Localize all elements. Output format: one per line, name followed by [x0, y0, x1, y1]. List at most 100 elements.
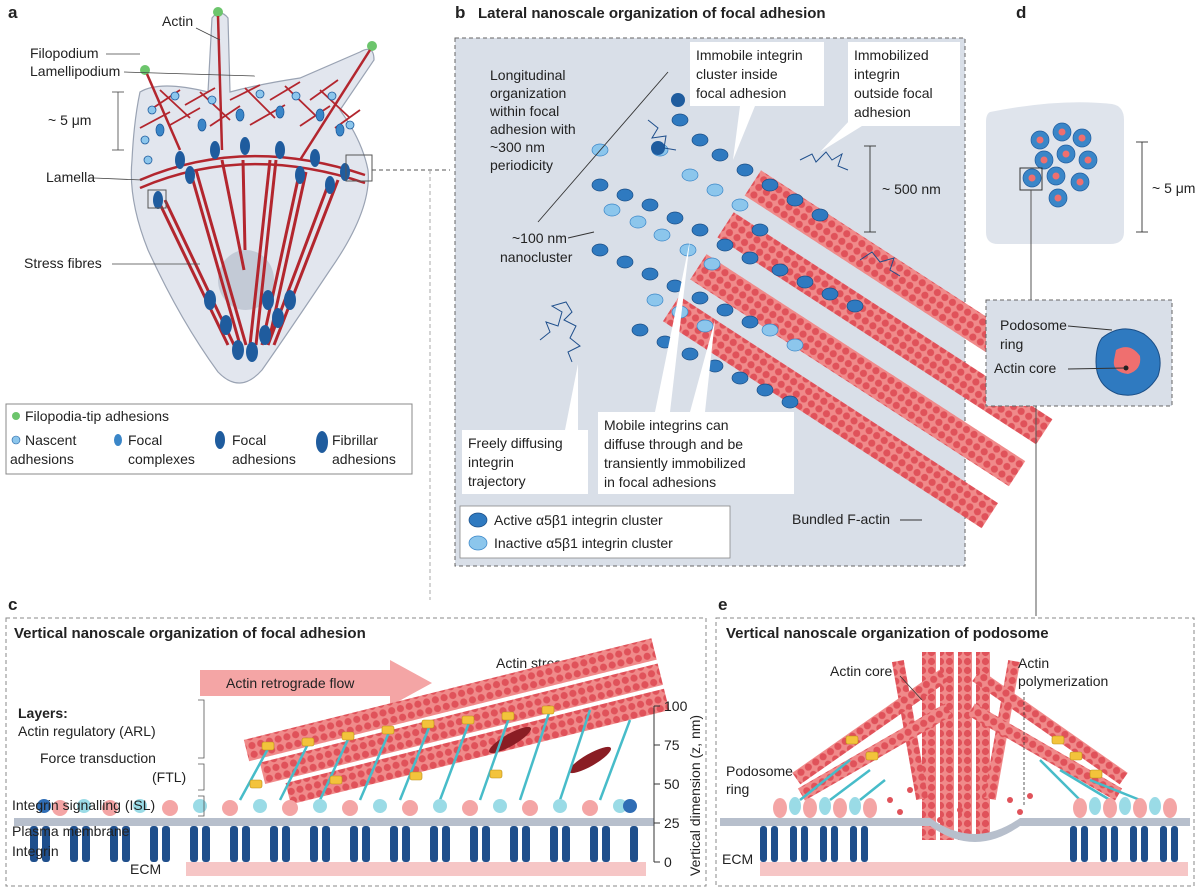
- label-longitudinal-3: adhesion with: [490, 121, 576, 137]
- label-immobilized-outside-2: outside focal: [854, 85, 933, 101]
- panel-e-letter: e: [718, 595, 727, 614]
- ecm-band-e: [760, 862, 1188, 876]
- panel-c: c Vertical nanoscale organization of foc…: [5, 595, 707, 887]
- e-ring-proteins: [773, 797, 1177, 818]
- integrin-signalling-layer: [37, 799, 637, 816]
- panel-d: d ~ 5 μm Podosome ring: [985, 3, 1195, 616]
- legend-focal-complexes-2: complexes: [128, 451, 195, 467]
- panel-a: a: [5, 3, 450, 600]
- label-freely-diffusing-1: integrin: [468, 454, 514, 470]
- panel-d-letter: d: [1016, 3, 1026, 22]
- label-podosome-ring-d-1: Podosome: [1000, 317, 1067, 333]
- label-integrin: Integrin: [12, 843, 59, 859]
- cell-body: [130, 12, 375, 384]
- label-lamellipodium: Lamellipodium: [30, 63, 120, 79]
- label-ftl-1: Force transduction: [40, 750, 156, 766]
- label-actin: Actin: [162, 13, 193, 29]
- e-actin-core: [891, 652, 1021, 840]
- integrin-trajectories: [539, 119, 901, 363]
- legend-swatch-focal-adhesions: [215, 431, 225, 449]
- label-retrograde: Actin retrograde flow: [226, 675, 355, 691]
- z-tick-75: 75: [664, 737, 680, 753]
- label-podosome-ring-e-1: Podosome: [726, 763, 793, 779]
- e-yellow-adaptors: [845, 735, 1103, 779]
- label-actin-core-e: Actin core: [830, 663, 892, 679]
- callout-freely-diffusing: [462, 430, 588, 494]
- layer-brackets: [198, 699, 205, 817]
- legend-b: [459, 505, 731, 559]
- label-longitudinal-1: organization: [490, 85, 566, 101]
- nascent-adhesions: [140, 89, 355, 165]
- label-longitudinal-4: ~300 nm: [490, 139, 545, 155]
- label-immobilized-outside-0: Immobilized: [854, 47, 929, 63]
- plasma-membrane: [14, 818, 654, 826]
- callout-immobilized-outside: [848, 42, 960, 126]
- legend-focal-adhesions-1: Focal: [232, 432, 266, 448]
- label-ftl-2: (FTL): [152, 769, 186, 785]
- legend-fibrillar-1: Fibrillar: [332, 432, 378, 448]
- label-immobile-inside-2: focal adhesion: [696, 85, 786, 101]
- e-integrins: [760, 826, 1178, 862]
- label-nanocluster-1: nanocluster: [500, 249, 573, 265]
- legend-fibrillar-2: adhesions: [332, 451, 396, 467]
- z-tick-25: 25: [664, 815, 680, 831]
- panel-e-title: Vertical nanoscale organization of podos…: [726, 625, 1049, 642]
- label-plasma-membrane: Plasma membrane: [12, 823, 130, 839]
- focal-complexes: [155, 105, 345, 137]
- panel-c-title: Vertical nanoscale organization of focal…: [14, 625, 366, 642]
- z-axis-label: Vertical dimension (z, nm): [687, 715, 703, 876]
- filopodia-tip-adhesion: [367, 41, 377, 51]
- e-plasma-membrane: [720, 818, 1190, 842]
- legend-swatch-focal-complexes: [114, 434, 122, 446]
- inset-marker-b: [345, 154, 373, 182]
- filopodia-tip-adhesion: [140, 65, 150, 75]
- label-mobile-integrins-3: in focal adhesions: [604, 474, 716, 490]
- legend-active: Active α5β1 integrin cluster: [494, 512, 663, 528]
- label-mobile-integrins-0: Mobile integrins can: [604, 417, 729, 433]
- z-axis-ticks: [654, 705, 660, 863]
- legend-swatch-active: [468, 512, 488, 528]
- label-freely-diffusing-0: Freely diffusing: [468, 435, 563, 451]
- legend-filopodia-tip: Filopodia-tip adhesions: [25, 408, 169, 424]
- label-nanocluster-0: ~100 nm: [512, 230, 567, 246]
- legend-focal-adhesions-2: adhesions: [232, 451, 296, 467]
- label-freely-diffusing-2: trajectory: [468, 473, 526, 489]
- z-tick-50: 50: [664, 776, 680, 792]
- callout-immobile-inside: [690, 42, 824, 106]
- actin-core-shape: [1113, 347, 1141, 374]
- label-mobile-integrins-1: diffuse through and be: [604, 436, 743, 452]
- z-tick-100: 100: [664, 698, 688, 714]
- legend-nascent-1: Nascent: [25, 432, 76, 448]
- label-scale-a: ~ 5 μm: [48, 112, 91, 128]
- integrin-clusters: [591, 93, 864, 409]
- legend-swatch-filopodia: [12, 412, 20, 420]
- callout-mobile-integrins: [598, 412, 794, 494]
- legend-swatch-nascent: [11, 435, 21, 445]
- label-longitudinal-5: periodicity: [490, 157, 553, 173]
- panel-e: e Vertical nanoscale organization of pod…: [715, 595, 1195, 887]
- legend-swatch-fibrillar: [316, 431, 328, 453]
- label-isl: Integrin signalling (ISL): [12, 797, 155, 813]
- label-layers: Layers:: [18, 705, 68, 721]
- yellow-adaptors: [249, 705, 555, 789]
- lamella-arc: [139, 163, 366, 190]
- actin-filament: [216, 15, 224, 151]
- legend-nascent-2: adhesions: [10, 451, 74, 467]
- lamella-arc: [139, 155, 366, 182]
- trajectory-cluster: [651, 93, 685, 155]
- legend-focal-complexes-1: Focal: [128, 432, 162, 448]
- panel-b: b Lateral nanoscale organization of foca…: [454, 3, 1080, 567]
- label-stress-fibres: Stress fibres: [24, 255, 102, 271]
- z-tick-0: 0: [664, 854, 672, 870]
- panel-a-letter: a: [8, 3, 18, 22]
- retrograde-arrow: [200, 660, 432, 706]
- label-immobilized-outside-1: integrin: [854, 66, 900, 82]
- legend-swatch-inactive: [468, 535, 488, 551]
- label-mobile-integrins-2: transiently immobilized: [604, 455, 746, 471]
- filopodia-tip-adhesion: [213, 7, 223, 17]
- label-ecm-e: ECM: [722, 851, 753, 867]
- label-immobile-inside-1: cluster inside: [696, 66, 778, 82]
- inset-marker-c: [147, 189, 167, 209]
- force-transduction-layer: [238, 709, 632, 801]
